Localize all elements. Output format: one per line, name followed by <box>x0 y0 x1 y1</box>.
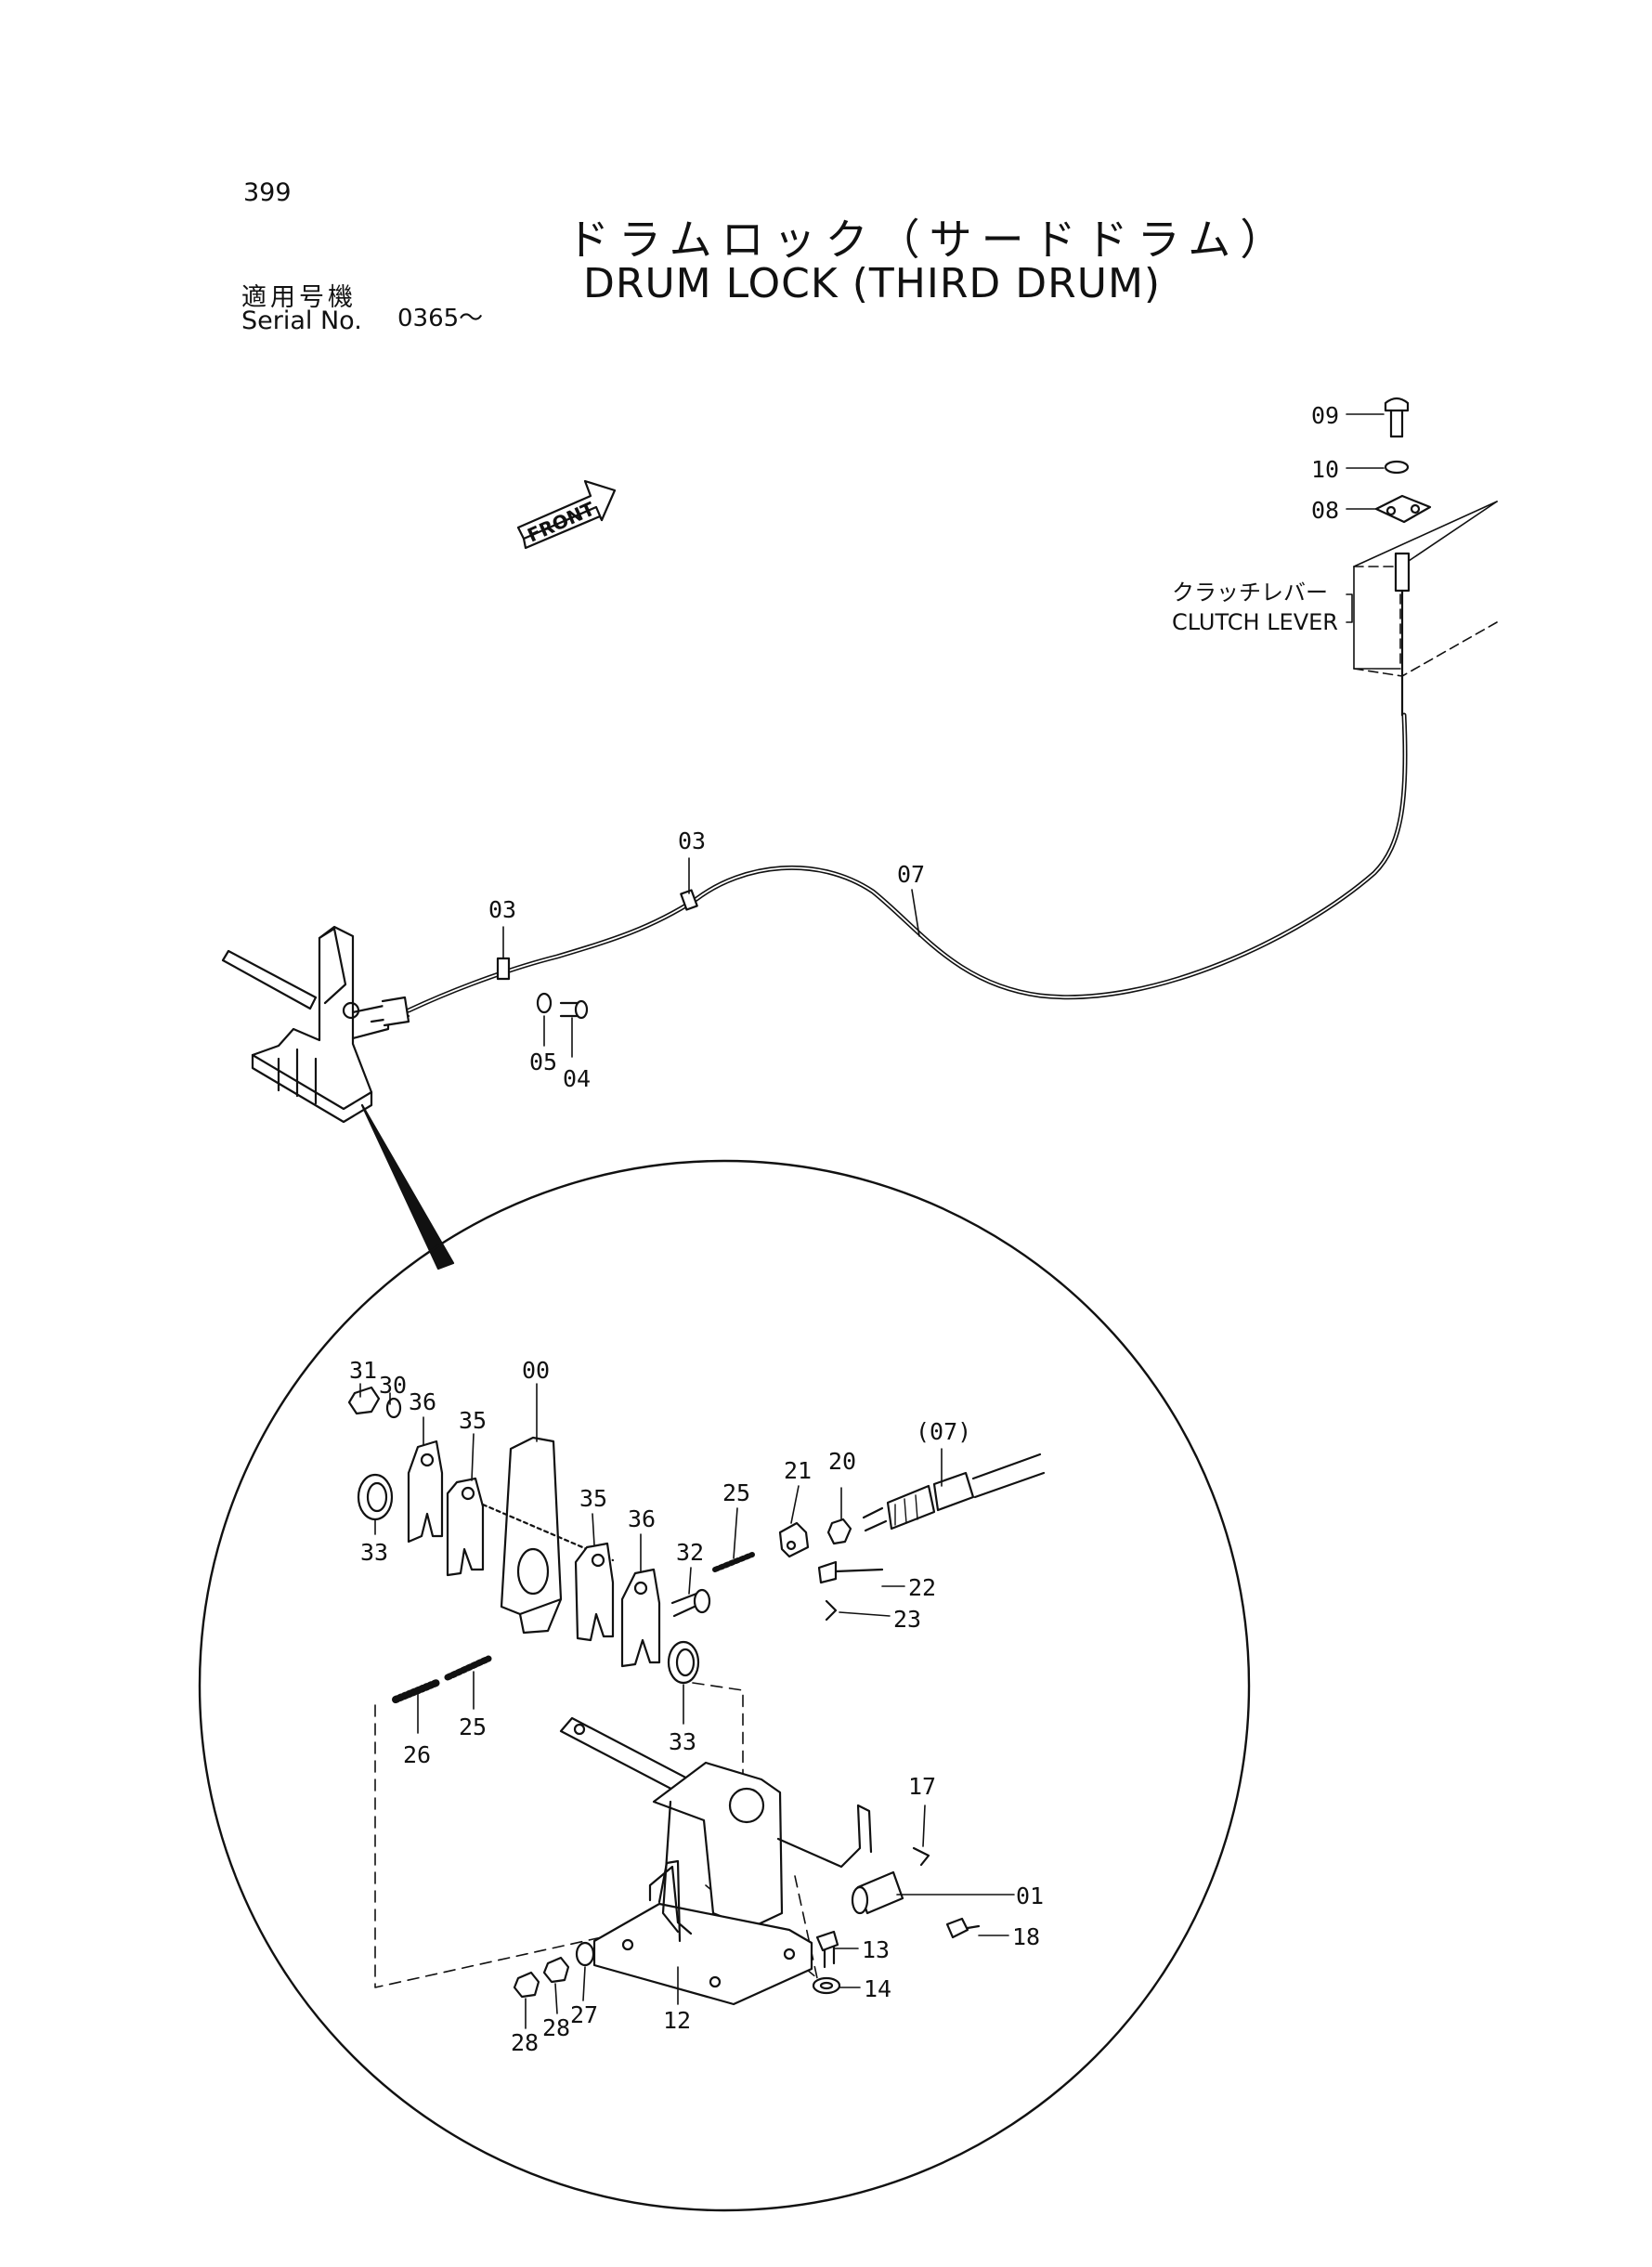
part-label-26: 26 <box>403 1741 431 1768</box>
part-label-20: 20 <box>828 1448 856 1475</box>
detail-pointer <box>360 1103 455 1270</box>
part-label-08: 08 <box>1311 497 1339 524</box>
part-31-nut <box>347 1386 381 1415</box>
pedal-assembly-large <box>559 1716 873 2006</box>
part-04-bolt <box>559 999 589 1020</box>
part-28-nut-left <box>513 1971 540 1999</box>
part-label-23: 23 <box>893 1606 921 1633</box>
part-label-33-right: 33 <box>669 1728 696 1755</box>
clutch-lever-label-jp: クラッチレバー <box>1172 580 1328 606</box>
part-label-35-left: 35 <box>459 1407 487 1434</box>
part-label-30: 30 <box>379 1372 407 1399</box>
serial-label-japanese: 適用号機 <box>241 283 357 312</box>
part-26-pin <box>392 1679 440 1703</box>
part-03-clamp-lower <box>496 957 511 981</box>
part-label-13: 13 <box>862 1936 890 1963</box>
part-label-17: 17 <box>908 1773 936 1800</box>
front-arrow-icon <box>516 479 617 550</box>
part-14-washer <box>812 1976 841 1995</box>
part-label-32: 32 <box>676 1539 704 1566</box>
leader-lines <box>359 413 1385 2029</box>
part-label-04: 04 <box>563 1065 591 1092</box>
part-25-spring-upper <box>712 1552 755 1572</box>
part-07-cable-end-detail <box>862 1453 1046 1532</box>
part-label-05: 05 <box>529 1049 557 1075</box>
part-30-washer <box>385 1397 402 1419</box>
part-33-ring-left <box>357 1473 394 1521</box>
part-label-01: 01 <box>1016 1883 1044 1909</box>
part-label-33-left: 33 <box>360 1539 388 1566</box>
part-label-18: 18 <box>1012 1923 1040 1950</box>
part-label-27: 27 <box>570 2001 598 2028</box>
part-label-25-lower: 25 <box>459 1713 487 1740</box>
part-label-22: 22 <box>908 1574 936 1601</box>
part-22-pin <box>817 1560 884 1584</box>
part-28-nut-right <box>542 1956 570 1984</box>
part-18-bolt <box>945 1917 981 1939</box>
part-35-fork-right <box>574 1542 615 1642</box>
serial-label-english: Serial No. <box>241 306 362 335</box>
clutch-lever-housing <box>1353 501 1498 677</box>
part-label-07-detail: (07) <box>916 1418 971 1445</box>
part-20-nut <box>826 1518 852 1545</box>
part-08-bracket <box>1374 494 1432 524</box>
part-01-pin <box>851 1870 904 1915</box>
part-label-21: 21 <box>784 1457 812 1484</box>
part-label-09: 09 <box>1311 402 1339 429</box>
part-36-fork-left <box>407 1440 444 1544</box>
part-21-block <box>778 1521 810 1558</box>
clutch-lever-label-en: CLUTCH LEVER <box>1172 609 1338 635</box>
page-number: 399 <box>243 178 292 207</box>
part-36-fork-right <box>620 1568 661 1668</box>
part-13-bolt <box>815 1930 839 1969</box>
pedal-assembly-small <box>221 925 410 1124</box>
part-27-washer <box>575 1941 595 1967</box>
part-label-36-left: 36 <box>409 1388 436 1415</box>
part-33-ring-right <box>667 1640 700 1685</box>
part-label-10: 10 <box>1311 456 1339 483</box>
part-32-bolt <box>670 1588 711 1618</box>
detail-circle <box>198 1159 1251 2212</box>
part-23-cotter-pin <box>825 1599 838 1622</box>
part-05-washer <box>536 992 553 1014</box>
part-label-31: 31 <box>349 1357 377 1384</box>
serial-number-value: 0365～ <box>397 305 484 332</box>
part-label-28-right: 28 <box>542 2014 570 2041</box>
page-title-japanese: ドラムロック（サードドラム） <box>566 215 1293 265</box>
part-label-35-right: 35 <box>579 1485 607 1512</box>
part-label-28-left: 28 <box>511 2029 539 2056</box>
part-label-03-lower: 03 <box>488 896 516 923</box>
page-title-english: DRUM LOCK (THIRD DRUM) <box>583 260 1162 307</box>
part-35-fork-left <box>446 1477 485 1577</box>
part-25-spring-lower <box>444 1655 492 1681</box>
clutch-lever-cable-end <box>1394 552 1411 717</box>
part-label-07: 07 <box>897 861 925 888</box>
part-label-03-upper: 03 <box>678 827 706 854</box>
part-09-bolt <box>1384 397 1410 438</box>
part-label-14: 14 <box>864 1975 891 2002</box>
part-17-cotter-pin <box>912 1846 930 1867</box>
part-label-25-upper: 25 <box>722 1479 750 1506</box>
part-label-00: 00 <box>522 1357 550 1384</box>
part-label-36-right: 36 <box>628 1505 656 1532</box>
front-label: FRONT <box>524 497 598 546</box>
part-label-12: 12 <box>663 2007 691 2034</box>
part-10-washer <box>1384 460 1410 475</box>
part-03-clamp-upper <box>680 889 698 911</box>
